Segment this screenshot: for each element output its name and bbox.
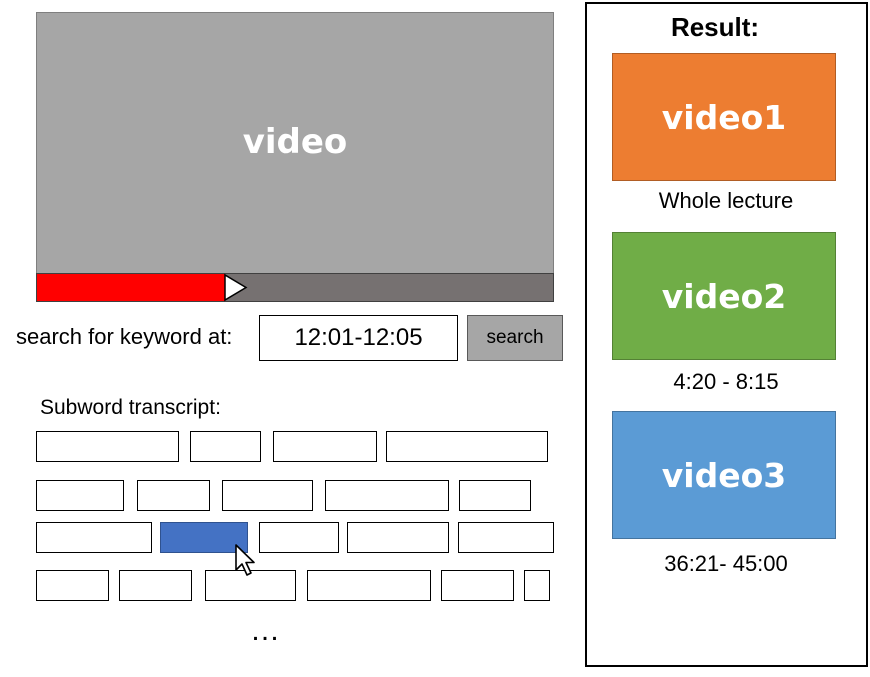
subword-block[interactable] [325, 480, 449, 511]
subword-block[interactable] [524, 570, 550, 601]
subword-block[interactable] [137, 480, 210, 511]
result-video-1[interactable]: video1 [612, 53, 836, 181]
subword-block-selected[interactable] [160, 522, 248, 553]
time-range-input[interactable] [259, 315, 458, 361]
progress-fill [37, 274, 225, 301]
search-button[interactable]: search [467, 315, 563, 361]
subword-block[interactable] [259, 522, 339, 553]
subword-block[interactable] [307, 570, 431, 601]
video-player[interactable] [36, 12, 554, 302]
subword-block[interactable] [36, 480, 124, 511]
video-label: video [242, 122, 348, 162]
result-caption-1: Whole lecture [658, 188, 794, 213]
result-video-3[interactable]: video3 [612, 411, 836, 539]
subword-block[interactable] [273, 431, 377, 462]
result-title: Result: [670, 12, 760, 42]
more-indicator: … [250, 614, 283, 647]
subword-block[interactable] [36, 522, 152, 553]
subword-block[interactable] [458, 522, 554, 553]
play-head-icon[interactable] [223, 273, 249, 302]
subword-block[interactable] [119, 570, 192, 601]
subword-block[interactable] [222, 480, 313, 511]
result-caption-2: 4:20 - 8:15 [673, 369, 779, 394]
result-video-2[interactable]: video2 [612, 232, 836, 360]
subword-block[interactable] [205, 570, 296, 601]
subword-block[interactable] [347, 522, 449, 553]
transcript-label: Subword transcript: [40, 396, 221, 419]
subword-block[interactable] [190, 431, 261, 462]
subword-block[interactable] [386, 431, 548, 462]
search-prompt-label: search for keyword at: [16, 324, 233, 349]
subword-block[interactable] [36, 431, 179, 462]
subword-block[interactable] [441, 570, 514, 601]
mouse-cursor-icon [235, 544, 255, 576]
subword-block[interactable] [459, 480, 531, 511]
subword-block[interactable] [36, 570, 109, 601]
result-caption-3: 36:21- 45:00 [664, 551, 788, 576]
